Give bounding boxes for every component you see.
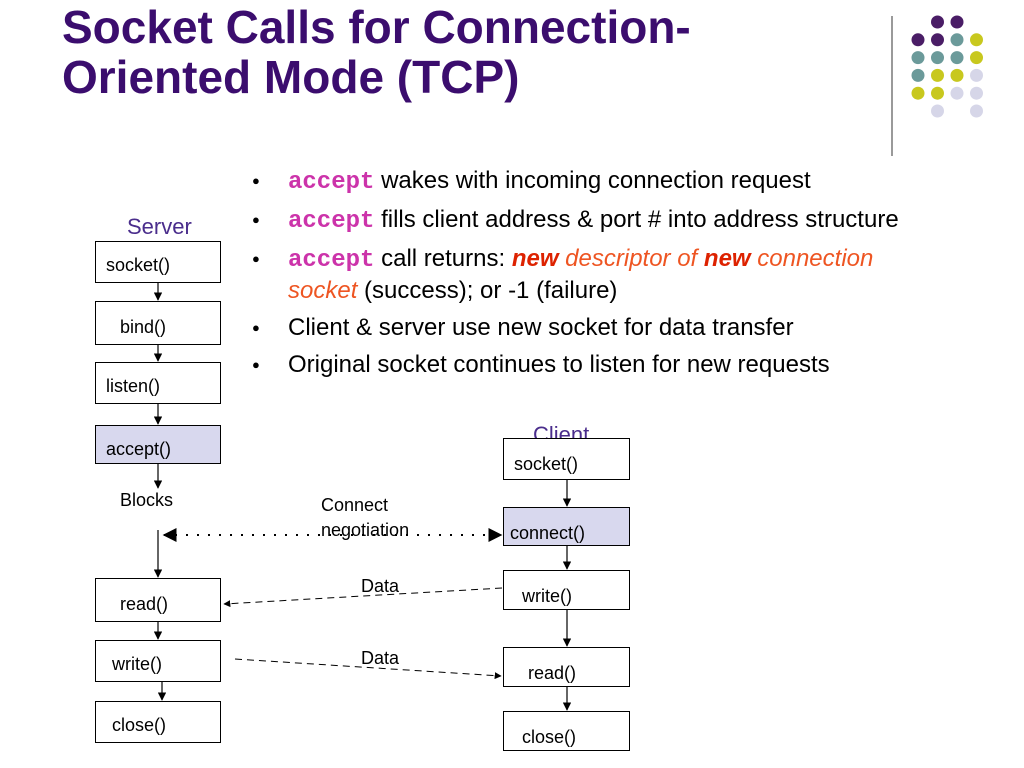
data-label-1: Data xyxy=(361,576,400,596)
server-socket-box: socket() xyxy=(95,241,221,283)
client-connect-box: connect() xyxy=(503,507,630,546)
bullet-item-4: Client & server use new socket for data … xyxy=(252,313,1020,343)
bullet-text: fills client address & port # into addre… xyxy=(374,206,899,233)
keyword-accept: accept xyxy=(288,247,375,274)
bullet-item-2: accept fills client address & port # int… xyxy=(252,205,1020,237)
connect-label: Connect xyxy=(321,495,389,515)
slide-title: Socket Calls for Connection- Oriented Mo… xyxy=(62,2,882,102)
bullet-item-3: accept call returns: new descriptor of n… xyxy=(252,244,1020,306)
client-socket-box: socket() xyxy=(503,438,630,480)
emphasis-descriptor: descriptor of xyxy=(558,245,704,272)
title-line-1: Socket Calls for Connection- xyxy=(62,1,691,53)
emphasis-new: new xyxy=(703,245,751,272)
server-write-box: write() xyxy=(95,640,221,682)
server-label: Server xyxy=(127,214,192,239)
bullet-text: call returns: xyxy=(374,245,512,272)
emphasis-new: new xyxy=(511,245,559,272)
server-close-box: close() xyxy=(95,701,221,743)
keyword-accept: accept xyxy=(288,208,375,235)
bullet-text: Original socket continues to listen for … xyxy=(288,351,830,378)
bullet-item-1: accept wakes with incoming connection re… xyxy=(252,166,1020,198)
keyword-accept: accept xyxy=(288,169,375,196)
title-line-2: Oriented Mode (TCP) xyxy=(62,51,520,103)
server-read-box: read() xyxy=(95,578,221,622)
client-read-box: read() xyxy=(503,647,630,687)
blocks-label: Blocks xyxy=(120,490,174,510)
bullet-text: (success); or -1 (failure) xyxy=(357,277,618,304)
decorative-divider xyxy=(891,16,893,156)
client-close-box: close() xyxy=(503,711,630,751)
server-listen-box: listen() xyxy=(95,362,221,404)
server-accept-box: accept() xyxy=(95,425,221,464)
server-bind-box: bind() xyxy=(95,301,221,345)
arrow-data-client-to-server xyxy=(223,587,503,608)
client-write-box: write() xyxy=(503,570,630,610)
emphasis-connection: connection xyxy=(750,245,874,272)
bullet-item-5: Original socket continues to listen for … xyxy=(252,350,1020,380)
bullet-text: Client & server use new socket for data … xyxy=(288,314,794,341)
bullet-text: wakes with incoming connection request xyxy=(374,167,811,194)
emphasis-socket: socket xyxy=(288,277,358,304)
arrow-data-server-to-client xyxy=(234,658,502,680)
data-label-2: Data xyxy=(361,648,400,668)
bullet-list: accept wakes with incoming connection re… xyxy=(252,166,1020,387)
